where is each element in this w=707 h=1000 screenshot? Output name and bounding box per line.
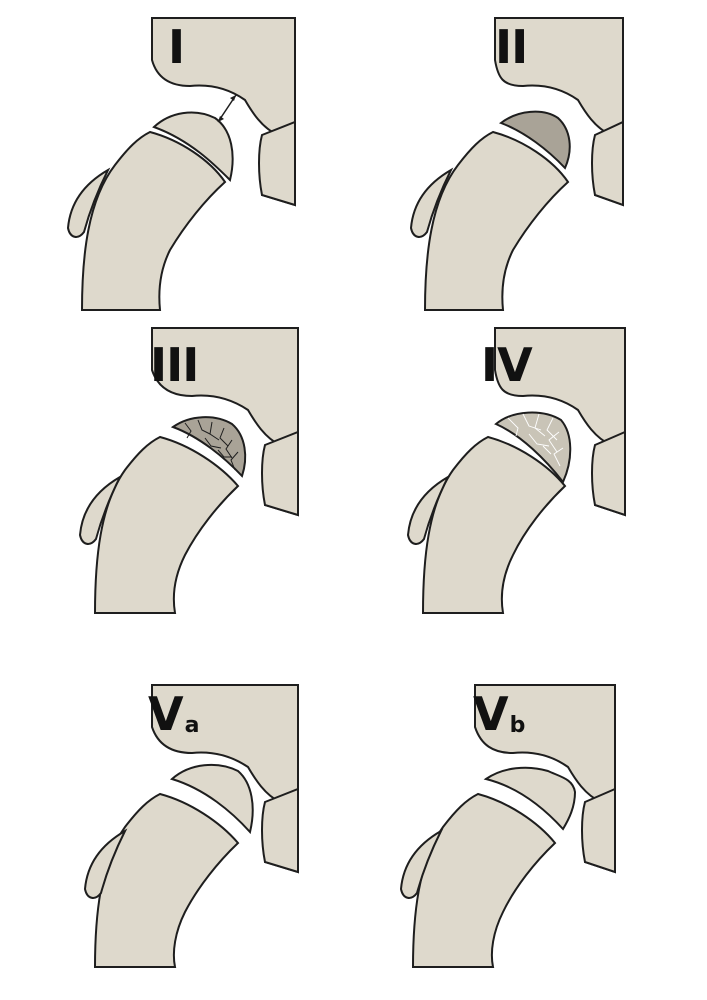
stage-panel-i: I [0,0,353,333]
greater-trochanter [83,828,128,899]
crack-pattern [507,413,564,467]
flattened-femoral-head [483,766,577,831]
greater-trochanter [409,167,454,238]
femoral-neck [93,792,240,968]
femoral-neck [93,435,240,614]
stage-label: I [168,20,185,74]
pelvic-bone-lower [258,120,296,207]
femoral-neck [423,130,570,311]
arrow-head-top [230,95,236,101]
rounded-femoral-head [170,763,254,835]
fragment-pattern [184,419,239,471]
stage-panel-iv: IV [353,320,706,653]
collapsed-femoral-head [494,411,572,484]
pelvic-bone-lower [581,787,616,874]
femoral-head-cap [152,111,234,182]
stage-label: Vb [473,687,526,741]
hip-joint-illustration [78,327,299,614]
pelvic-bone-lower [591,120,624,207]
stage-label: III [150,338,199,392]
hip-joint-illustration [83,684,299,968]
greater-trochanter [399,828,444,899]
greater-trochanter [66,167,111,238]
hip-joint-illustration [406,327,626,614]
stage-label: IV [481,338,533,392]
femoral-neck [411,792,557,968]
sclerotic-femoral-head [498,110,571,170]
stage-panel-vb: Vb [353,667,706,1000]
stage-panel-va: Va [0,667,353,1000]
pelvic-bone-lower [261,787,299,874]
greater-trochanter [406,474,451,545]
pelvic-bone-lower [591,430,626,517]
femoral-neck [421,435,567,614]
stage-label: II [495,20,528,74]
hip-joint-illustration [409,17,624,311]
arrow-head-bottom [218,116,224,122]
pelvic-bone-lower [261,430,299,517]
stage-panel-iii: III [0,320,353,653]
stage-panel-ii: II [353,0,706,333]
femoral-neck [80,130,227,311]
hip-joint-illustration [399,684,616,968]
greater-trochanter [78,474,123,545]
stage-label: Va [148,687,200,741]
hip-joint-illustration [66,17,296,311]
